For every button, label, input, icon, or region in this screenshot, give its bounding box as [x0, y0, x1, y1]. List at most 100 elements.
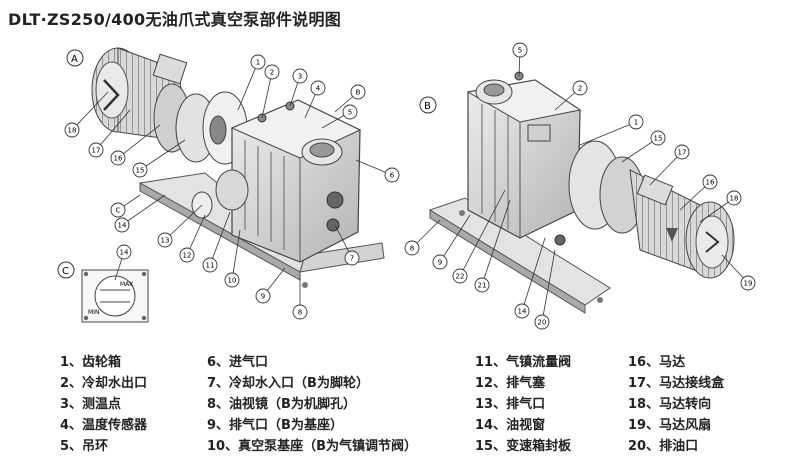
callout-bubble [650, 130, 666, 146]
legend-item: 2、冷却水出口 [60, 376, 148, 391]
callout-number: 12 [183, 252, 192, 260]
callout-bubble [157, 232, 173, 248]
callout-number: 16 [114, 155, 123, 163]
callout-number: 14 [120, 249, 129, 257]
callout-bubble [292, 304, 308, 320]
callout-number: 11 [206, 262, 215, 270]
callout-number: 5 [518, 47, 522, 55]
callout-bubble [110, 202, 126, 218]
callout-bubble [726, 190, 742, 206]
parts-legend: 1、齿轮箱 2、冷却水出口 3、测温点 4、温度传感器 5、吊环 6、进气口 7… [0, 352, 799, 458]
callout-number: 2 [270, 69, 274, 77]
callout-number: C [116, 207, 121, 215]
pump-body-b [466, 71, 582, 246]
callout-number: 3 [298, 73, 302, 81]
callout-number: 15 [654, 135, 663, 143]
legend-item: 9、排气口（B为基座） [207, 418, 343, 433]
callout-bubble [474, 277, 490, 293]
callout-bubble [404, 240, 420, 256]
callout-number: 9 [261, 293, 265, 301]
callout-bubble [264, 64, 280, 80]
callout-bubble [88, 142, 104, 158]
callout-number: 4 [316, 85, 321, 93]
callout-bubble [342, 104, 358, 120]
exhaust-port-a [215, 169, 249, 211]
callout-number: 1 [634, 119, 638, 127]
legend-column-4: 16、马达 17、马达接线盒 18、马达转向 19、马达风扇 20、排油口 [628, 352, 724, 457]
callout-number: 18 [730, 195, 739, 203]
base-plate-b [428, 197, 611, 314]
legend-item: 8、油视镜（B为机脚孔） [207, 397, 356, 412]
callout-bubble [572, 80, 588, 96]
legend-item: 12、排气塞 [475, 376, 546, 391]
callout-number: 1 [256, 59, 260, 67]
view-a [91, 47, 385, 288]
callout-leader [95, 109, 131, 151]
diagram-title: DLT·ZS250/400无油爪式真空泵部件说明图 [8, 10, 342, 29]
callout-number: 7 [350, 255, 354, 263]
view-b [428, 71, 735, 314]
motor-fan-b [695, 215, 729, 269]
callout-leader [459, 189, 506, 277]
rotation-arrow-icon [705, 231, 720, 253]
callout-leader [117, 124, 161, 159]
callout-number: 21 [478, 282, 487, 290]
view-c-label: C [62, 266, 69, 277]
legend-item: 4、温度传感器 [60, 418, 148, 433]
view-letters: A B C [57, 49, 437, 279]
callout-number: 6 [390, 172, 395, 180]
callout-number: 14 [118, 222, 127, 230]
legend-column-1: 1、齿轮箱 2、冷却水出口 3、测温点 4、温度传感器 5、吊环 [60, 352, 147, 457]
callout-leader [121, 194, 166, 226]
callout-bubble [514, 303, 530, 319]
callout-number: 18 [68, 127, 77, 135]
callout-bubble [350, 84, 366, 100]
legend-item: 6、进气口 [207, 355, 269, 370]
callout-leader [71, 91, 109, 131]
callout-bubble [344, 250, 360, 266]
legend-item: 1、齿轮箱 [60, 355, 122, 370]
callout-bubble [110, 150, 126, 166]
callout-leader [237, 61, 259, 111]
callout-number: 15 [136, 167, 145, 175]
callout-number: 16 [706, 179, 715, 187]
callout-leader [139, 139, 186, 171]
legend-item: 19、马达风扇 [628, 418, 712, 433]
legend-item: 17、马达接线盒 [628, 376, 725, 391]
legend-item: 15、变速箱封板 [475, 439, 572, 454]
legend-item: 11、气镇流量阀 [475, 355, 572, 370]
view-b-label: B [424, 101, 431, 112]
callout-bubble [674, 144, 690, 160]
pump-body-a [191, 99, 362, 263]
callout-bubble [432, 254, 448, 270]
callout-leader [649, 151, 683, 186]
callout-leader [231, 229, 241, 281]
callout-bubble [740, 275, 756, 291]
legend-item: 20、排油口 [628, 439, 699, 454]
callout-bubble [224, 272, 240, 288]
callout-bubble [292, 68, 308, 84]
callout-leader [439, 214, 471, 263]
callout-bubble [310, 80, 326, 96]
legend-item: 13、排气口 [475, 397, 546, 412]
legend-item: 7、冷却水入口（B为脚轮） [207, 376, 369, 391]
callout-bubble [512, 42, 528, 58]
callout-number: 10 [228, 277, 237, 285]
callout-bubble [202, 257, 218, 273]
callout-bubble [64, 122, 80, 138]
callout-number: 22 [456, 273, 465, 281]
callout-bubble [628, 114, 644, 130]
callout-number: 13 [161, 237, 170, 245]
callout-bubble [384, 167, 400, 183]
legend-item: 5、吊环 [60, 439, 109, 454]
legend-item: 10、真空泵基座（B为气镇调节阀） [207, 439, 418, 454]
legend-column-3: 11、气镇流量阀 12、排气塞 13、排气口 14、油视窗 15、变速箱封板 [475, 352, 571, 457]
legend-item: 16、马达 [628, 355, 686, 370]
exploded-diagram: MAX MIN A B C 1234B5678910111213C1415161… [57, 42, 756, 330]
callout-number: 20 [538, 319, 547, 327]
gauge-max-label: MAX [120, 281, 133, 288]
callout-bubble [250, 54, 266, 70]
callout-number: B [356, 89, 361, 97]
callout-bubble [452, 268, 468, 284]
